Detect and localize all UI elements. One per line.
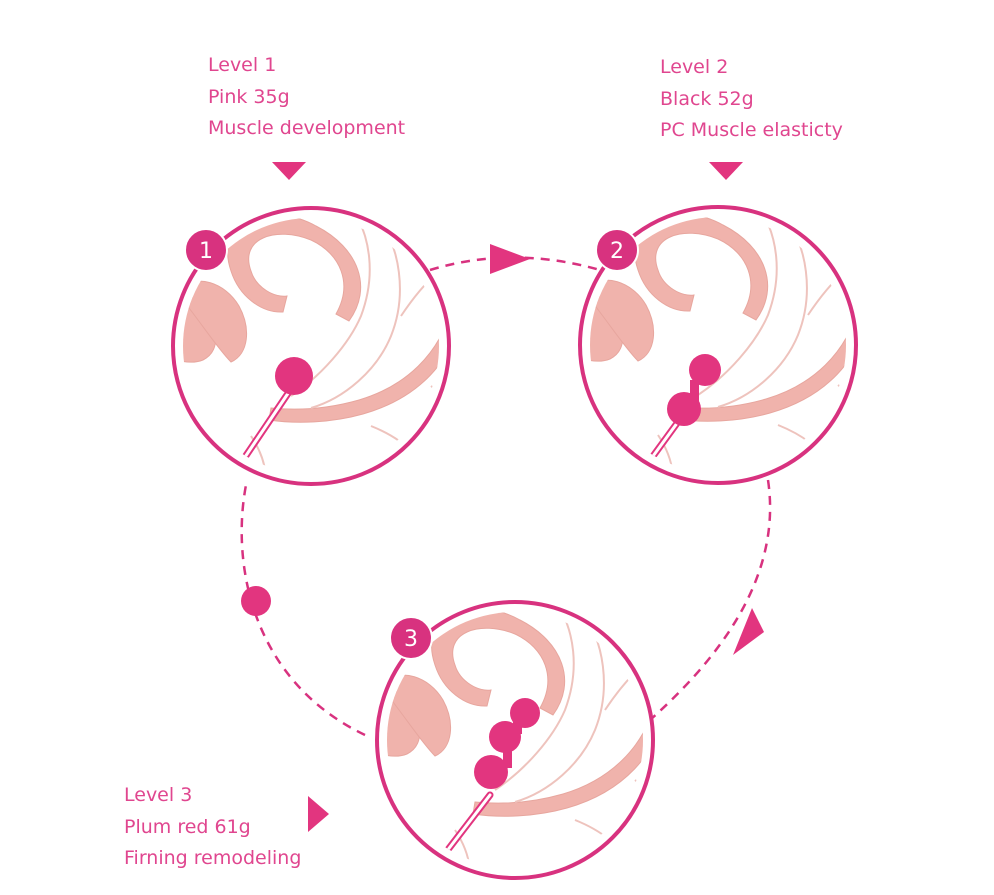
- flow-arrow-icon: [733, 608, 764, 655]
- level-3-badge: 3: [389, 616, 433, 660]
- level-1-label: Level 1 Pink 35g Muscle development: [208, 50, 405, 145]
- level-3-number: 3: [404, 627, 418, 652]
- flow-dot-icon: [241, 586, 271, 616]
- level-1-number: 1: [199, 239, 213, 264]
- down-triangle-icon: [709, 162, 743, 180]
- level-3-weight: Plum red 61g: [124, 815, 251, 838]
- level-2-number: 2: [610, 239, 624, 264]
- level-2-weight: Black 52g: [660, 87, 754, 110]
- level-2-illustration: [578, 205, 858, 485]
- level-2-badge: 2: [595, 228, 639, 272]
- level-2-benefit: PC Muscle elasticty: [660, 119, 843, 141]
- level-3-benefit: Firning remodeling: [124, 847, 302, 869]
- level-1-weight: Pink 35g: [208, 85, 290, 108]
- level-2-label: Level 2 Black 52g PC Muscle elasticty: [660, 52, 843, 147]
- level-1-illustration: [171, 206, 451, 486]
- level-1-badge: 1: [184, 228, 228, 272]
- level-3-title: Level 3: [124, 784, 193, 806]
- flow-arrow-icon: [490, 244, 530, 274]
- right-triangle-icon: [308, 796, 329, 832]
- level-2-title: Level 2: [660, 56, 729, 78]
- level-3-illustration: [375, 600, 655, 880]
- flow-connector-2-3: [649, 479, 772, 721]
- flow-connector-3-1: [240, 479, 366, 737]
- level-1-title: Level 1: [208, 54, 277, 76]
- down-triangle-icon: [272, 162, 306, 180]
- level-3-label: Level 3 Plum red 61g Firning remodeling: [124, 780, 301, 875]
- level-1-benefit: Muscle development: [208, 117, 406, 139]
